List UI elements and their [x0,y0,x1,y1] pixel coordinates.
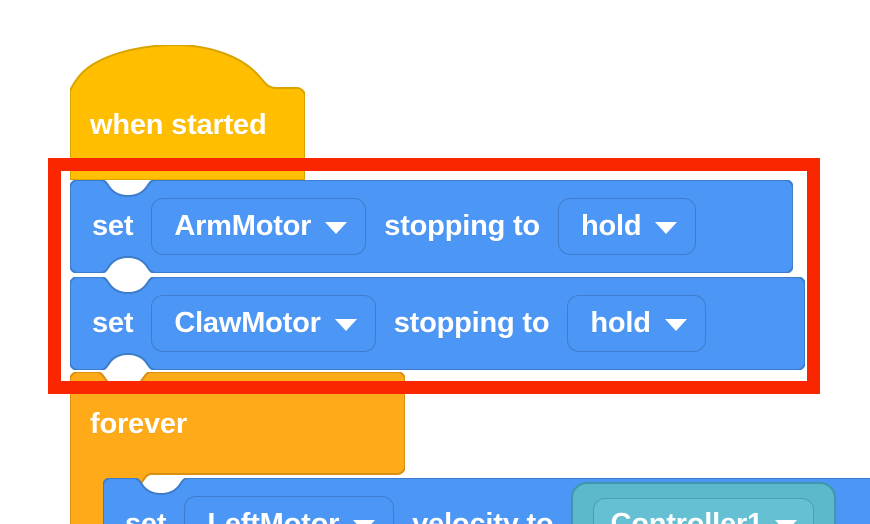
when-started-shape [70,45,305,180]
block-set-leftmotor-velocity[interactable]: set LeftMotor velocity to Controller1 [103,478,870,524]
dropdown-controller1[interactable]: Controller1 [593,498,814,524]
dropdown-armmotor-stopmode-value: hold [580,210,642,242]
set-clawmotor-prefix-label: set [92,307,134,339]
chevron-down-icon [774,519,797,524]
chevron-down-icon [334,318,357,331]
dropdown-leftmotor[interactable]: LeftMotor [184,496,395,524]
forever-label: forever [90,408,187,440]
dropdown-clawmotor-stopmode[interactable]: hold [567,295,706,352]
dropdown-leftmotor-value: LeftMotor [207,508,340,524]
block-set-armmotor-stopping[interactable]: set ArmMotor stopping to hold [70,180,793,273]
block-set-clawmotor-stopping[interactable]: set ClawMotor stopping to hold [70,277,805,370]
dropdown-armmotor-value: ArmMotor [174,210,312,242]
dropdown-clawmotor-value: ClawMotor [174,307,321,339]
chevron-down-icon [353,519,376,524]
dropdown-clawmotor-stopmode-value: hold [590,307,651,339]
chevron-down-icon [325,221,348,234]
chevron-down-icon [655,221,678,234]
set-clawmotor-middle-label: stopping to [393,307,550,339]
when-started-label: when started [90,109,267,141]
set-armmotor-middle-label: stopping to [384,210,540,242]
dropdown-clawmotor[interactable]: ClawMotor [151,295,376,352]
chevron-down-icon [664,318,687,331]
reporter-controller1[interactable]: Controller1 [571,482,836,524]
set-armmotor-prefix-label: set [92,210,134,242]
set-leftmotor-middle-label: velocity to [412,508,554,524]
dropdown-armmotor-stopmode[interactable]: hold [557,198,697,255]
dropdown-controller1-value: Controller1 [610,508,763,524]
dropdown-armmotor[interactable]: ArmMotor [151,198,367,255]
block-when-started[interactable]: when started [70,45,305,180]
set-leftmotor-prefix-label: set [125,508,167,524]
